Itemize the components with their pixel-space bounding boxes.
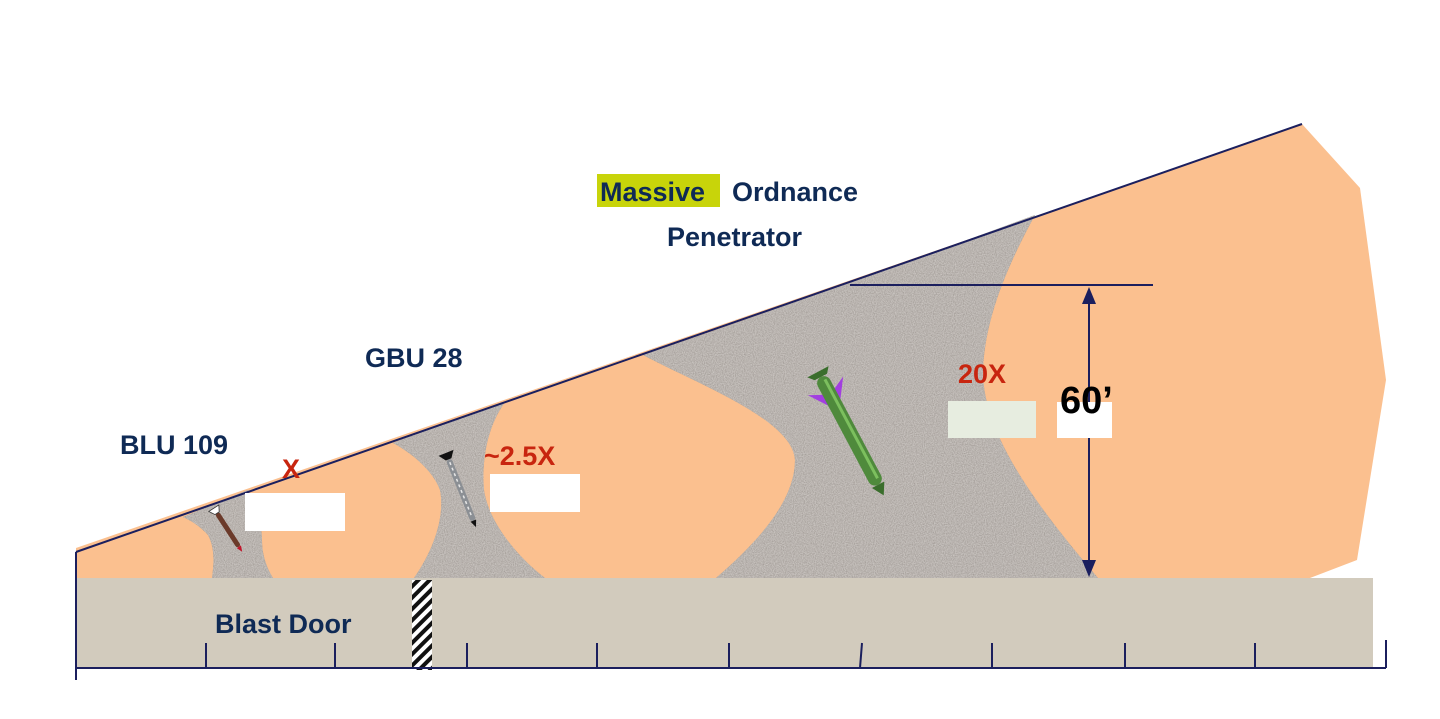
surface-line: [75, 123, 1303, 553]
small-bomb-icon: [208, 504, 243, 552]
blast-door-hatch: [412, 580, 432, 670]
medium-bomb-icon: [438, 449, 477, 528]
scale-ruler: [75, 552, 1387, 680]
blast-door-label: Blast Door: [215, 609, 352, 639]
multiplier-x: X: [282, 454, 300, 484]
multiplier-20x: 20X: [958, 359, 1006, 389]
mask-box: [245, 493, 345, 531]
large-bomb-icon: [807, 366, 885, 496]
mop-title-line2: Penetrator: [667, 222, 803, 252]
mop-highlight-box: [597, 174, 720, 207]
blu109-label: BLU 109: [120, 430, 228, 460]
gbu28-label: GBU 28: [365, 343, 463, 373]
depth-label: 60’: [1060, 380, 1113, 422]
arrow-up-icon: [1082, 287, 1096, 304]
mop-title-rest: Ordnance: [732, 177, 858, 207]
mop-title-highlight: Massive: [600, 177, 705, 207]
arrow-down-icon: [1082, 560, 1096, 577]
mask-box: [1057, 402, 1112, 438]
mask-box: [948, 401, 1036, 438]
multiplier-2-5x: ~2.5X: [484, 441, 555, 471]
mask-box: [490, 474, 580, 512]
blast-door-slab: [76, 578, 1373, 668]
